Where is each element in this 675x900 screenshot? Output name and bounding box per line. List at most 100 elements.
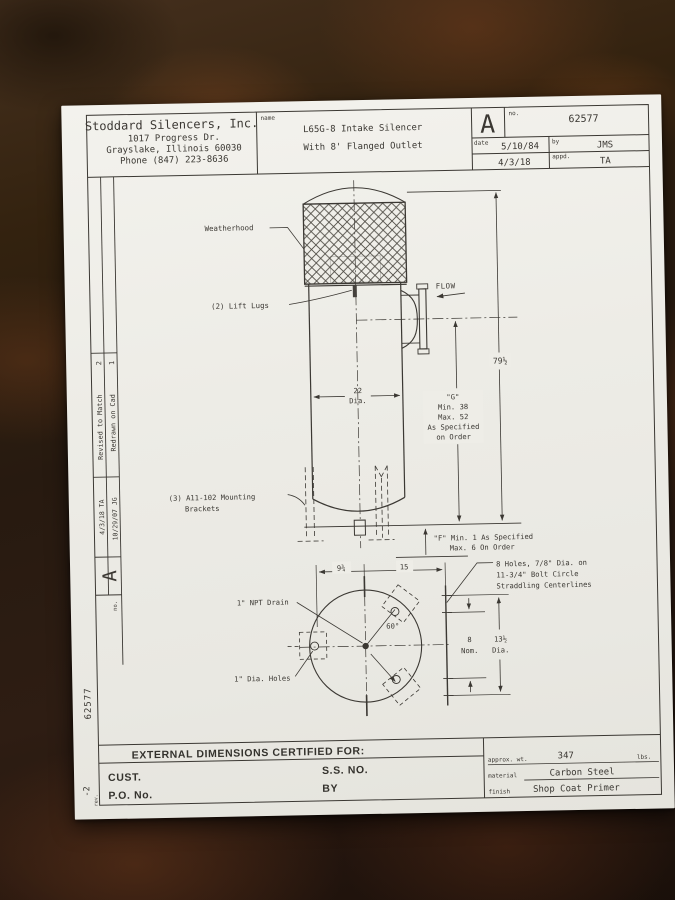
- size-letter: A: [480, 110, 496, 139]
- top-dims: 9¾ 15: [315, 560, 446, 628]
- appd-label: appd.: [552, 153, 570, 160]
- brackets-leader: [287, 494, 306, 506]
- name-field-label: name: [260, 115, 275, 122]
- bracket-hole-upper: [390, 607, 400, 616]
- holes-note-line3: Straddling Centerlines: [496, 580, 591, 591]
- f-dim-line2: Max. 6 On Order: [450, 542, 516, 552]
- cust-label: CUST.: [108, 771, 142, 784]
- date2-value: 4/3/18: [498, 158, 531, 169]
- flow-arrow: [436, 292, 465, 299]
- nom8-unit: Nom.: [461, 646, 478, 655]
- bracket-squares: [287, 584, 422, 706]
- elevation-view: (2) Lift Lugs Weatherhood FLOW 79½: [169, 180, 533, 558]
- finish-value: Shop Coat Primer: [533, 783, 620, 795]
- finish-label: finish: [488, 788, 510, 795]
- footer-by-label: BY: [322, 783, 338, 795]
- drawing-title-line1: L65G-8 Intake Silencer: [303, 123, 423, 135]
- company-phone: Phone (847) 223-8636: [120, 155, 229, 167]
- bottom-view: 60° 1" NPT Drain 1" Dia. Holes 9¾ 15: [234, 558, 592, 717]
- dia-holes-label: 1" Dia. Holes: [234, 674, 290, 684]
- rev1-number: 1: [108, 361, 116, 365]
- date-label: date: [474, 140, 489, 147]
- company-address: 1017 Progress Dr.: [128, 133, 220, 145]
- weatherhood-mesh: [302, 201, 408, 285]
- margin-rev-label: rev.: [93, 794, 99, 806]
- material-value: Carbon Steel: [549, 767, 614, 778]
- floor-line: [395, 555, 468, 558]
- drawing-svg: Stoddard Silencers, Inc. 1017 Progress D…: [82, 104, 663, 806]
- dia13-unit: Dia.: [492, 645, 509, 654]
- brackets-label-line1: (3) A11-102 Mounting: [169, 492, 256, 503]
- rev1-date: 10/29/07 JG: [111, 497, 120, 540]
- flange-side-view: 8 Nom. 13½ Dia.: [441, 585, 511, 706]
- overall-height-dim: 79½: [406, 189, 512, 521]
- strip-no-label: no.: [113, 601, 119, 611]
- bracket-hole-left: [310, 641, 320, 651]
- g-dim-line4: As Specified: [427, 422, 479, 432]
- ss-label: S.S. NO.: [322, 764, 368, 777]
- drawing-border: [85, 104, 663, 806]
- material-label: material: [488, 772, 517, 780]
- g-dim-line5: on Order: [436, 432, 471, 442]
- company-city: Grayslake, Illinois 60030: [106, 143, 242, 156]
- holes-note: 8 Holes, 7/8" Dia. on 11-3/4" Bolt Circl…: [446, 558, 592, 603]
- rev2-number: 2: [95, 361, 103, 365]
- appd1-value: TA: [600, 156, 612, 166]
- title-block: Stoddard Silencers, Inc. 1017 Progress D…: [85, 110, 614, 169]
- dim-9-75: 9¾: [337, 563, 346, 572]
- g-dim-line3: Max. 52: [438, 412, 468, 422]
- by-label: by: [552, 138, 560, 145]
- f-dim-line1: "F" Min. 1 As Specified: [433, 532, 533, 543]
- lift-lugs-leader: [288, 289, 352, 305]
- npt-drain-leader: [296, 602, 363, 644]
- brackets-label-line2: Brackets: [185, 504, 220, 514]
- by1-value: JMS: [597, 140, 613, 150]
- g-dim-line2: Min. 38: [438, 402, 468, 412]
- weatherhood-dome: [302, 187, 406, 205]
- dia13-value: 13½: [494, 634, 507, 643]
- rev1-description: Redrawn on Cad: [109, 394, 118, 451]
- dia22-unit: Dia.: [349, 396, 366, 405]
- g-dim-line1: "G": [446, 392, 459, 401]
- lbs-label: lbs.: [637, 754, 652, 761]
- bracket-hole-lower: [391, 675, 401, 684]
- drawing-title-line2: With 8' Flanged Outlet: [303, 141, 422, 153]
- holes-note-line1: 8 Holes, 7/8" Dia. on: [496, 558, 587, 569]
- margin-drawing-number: 62577: [83, 687, 94, 719]
- bottom-centerlines: [299, 576, 450, 717]
- angle-arrow: [370, 653, 396, 682]
- weight-value: 347: [558, 751, 574, 761]
- dim-15: 15: [400, 562, 409, 571]
- strip-size-letter: A: [99, 569, 121, 581]
- holes-note-line2: 11-3/4" Bolt Circle: [496, 569, 578, 580]
- approx-wt-label: approx. wt.: [488, 756, 528, 764]
- bracket-hidden-lines: [297, 465, 395, 542]
- lift-lugs-label: (2) Lift Lugs: [211, 301, 269, 311]
- nozzle-centerline: [356, 316, 518, 321]
- weatherhood-label: Weatherhood: [204, 223, 253, 233]
- drawing-sheet: Stoddard Silencers, Inc. 1017 Progress D…: [61, 94, 675, 820]
- angle-60-label: 60°: [386, 621, 399, 630]
- dia-holes-leader: [294, 650, 314, 677]
- dia22-value: 22: [353, 386, 362, 395]
- dia22-dim: 22 Dia.: [313, 386, 401, 405]
- internal-pipe-ghost: [329, 255, 381, 284]
- margin-rev-value: -2: [82, 786, 92, 796]
- npt-drain-label: 1" NPT Drain: [237, 598, 289, 608]
- date1-value: 5/10/84: [501, 142, 539, 153]
- flow-label: FLOW: [436, 281, 456, 290]
- rev2-date: 4/3/18 TA: [98, 499, 107, 534]
- drain-stub: [353, 519, 367, 536]
- certification-block: EXTERNAL DIMENSIONS CERTIFIED FOR: CUST.…: [98, 733, 661, 802]
- g-dim: "G" Min. 38 Max. 52 As Specified on Orde…: [422, 320, 484, 522]
- revision-strip: 2 1 Revised to Match Redrawn on Cad 4/3/…: [82, 176, 124, 806]
- weatherhood-leader: [269, 227, 305, 250]
- nom8-value: 8: [467, 635, 472, 644]
- rev2-description: Revised to Match: [96, 394, 105, 460]
- company-name: Stoddard Silencers, Inc.: [85, 116, 259, 133]
- drawing-number: 62577: [568, 114, 598, 126]
- vessel-base-line: [304, 522, 522, 528]
- certified-heading: EXTERNAL DIMENSIONS CERTIFIED FOR:: [132, 745, 365, 761]
- lift-lug: [352, 285, 357, 298]
